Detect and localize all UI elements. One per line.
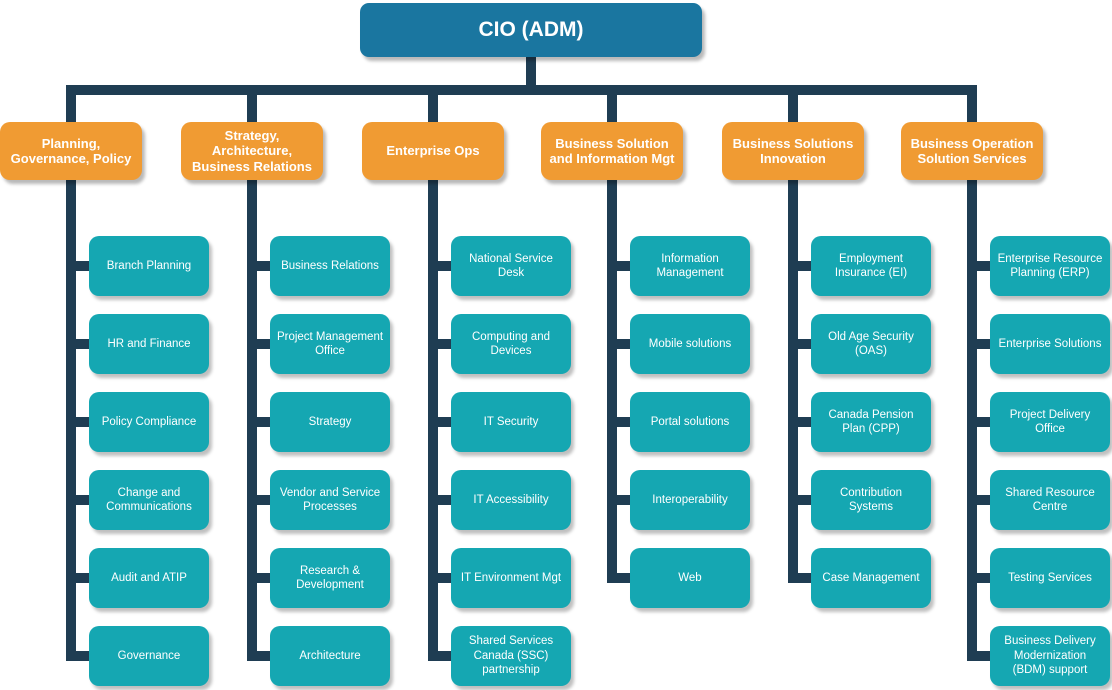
leaf-node: IT Environment Mgt xyxy=(428,548,571,608)
leaf-node: Governance xyxy=(66,626,209,686)
leaf-node: Web xyxy=(607,548,750,608)
connector-trunk-col3 xyxy=(428,85,438,661)
leaf-node: National Service Desk xyxy=(428,236,571,296)
leaf-node: Architecture xyxy=(247,626,390,686)
connector-trunk-col1 xyxy=(66,85,76,661)
branch-node-business-solution-info-mgt: Business Solution and Information Mgt xyxy=(541,122,683,180)
leaf-node: Project Management Office xyxy=(247,314,390,374)
branch-node-business-solutions-innovation: Business Solutions Innovation xyxy=(722,122,864,180)
leaf-node: Research & Development xyxy=(247,548,390,608)
leaf-node: Computing and Devices xyxy=(428,314,571,374)
leaf-node: Testing Services xyxy=(967,548,1110,608)
branch-node-enterprise-ops: Enterprise Ops xyxy=(362,122,504,180)
connector-root-stub xyxy=(526,55,536,88)
connector-trunk-col2 xyxy=(247,85,257,661)
leaf-node: Mobile solutions xyxy=(607,314,750,374)
branch-node-strategy-architecture: Strategy, Architecture, Business Relatio… xyxy=(181,122,323,180)
leaf-node: Enterprise Resource Planning (ERP) xyxy=(967,236,1110,296)
leaf-node: Audit and ATIP xyxy=(66,548,209,608)
leaf-node: Branch Planning xyxy=(66,236,209,296)
connector-trunk-col5 xyxy=(788,85,798,583)
connector-top-bar xyxy=(66,85,977,95)
leaf-node: Business Relations xyxy=(247,236,390,296)
leaf-node: Policy Compliance xyxy=(66,392,209,452)
leaf-node: Employment Insurance (EI) xyxy=(788,236,931,296)
leaf-node: Case Management xyxy=(788,548,931,608)
leaf-node: Old Age Security (OAS) xyxy=(788,314,931,374)
connector-trunk-col4 xyxy=(607,85,617,583)
leaf-node: Project Delivery Office xyxy=(967,392,1110,452)
connector-trunk-col6 xyxy=(967,85,977,661)
leaf-node: Business Delivery Modernization (BDM) su… xyxy=(967,626,1110,686)
leaf-node: IT Security xyxy=(428,392,571,452)
leaf-node: Enterprise Solutions xyxy=(967,314,1110,374)
leaf-node: Vendor and Service Processes xyxy=(247,470,390,530)
node-cio: CIO (ADM) xyxy=(360,3,702,57)
leaf-node: IT Accessibility xyxy=(428,470,571,530)
leaf-node: Interoperability xyxy=(607,470,750,530)
leaf-node: Change and Communications xyxy=(66,470,209,530)
leaf-node: Strategy xyxy=(247,392,390,452)
leaf-node: Information Management xyxy=(607,236,750,296)
leaf-node: Portal solutions xyxy=(607,392,750,452)
leaf-node: Shared Services Canada (SSC) partnership xyxy=(428,626,571,686)
leaf-node: Shared Resource Centre xyxy=(967,470,1110,530)
leaf-node: HR and Finance xyxy=(66,314,209,374)
branch-node-business-operation-solution-services: Business Operation Solution Services xyxy=(901,122,1043,180)
leaf-node: Contribution Systems xyxy=(788,470,931,530)
branch-node-planning-governance-policy: Planning, Governance, Policy xyxy=(0,122,142,180)
leaf-node: Canada Pension Plan (CPP) xyxy=(788,392,931,452)
